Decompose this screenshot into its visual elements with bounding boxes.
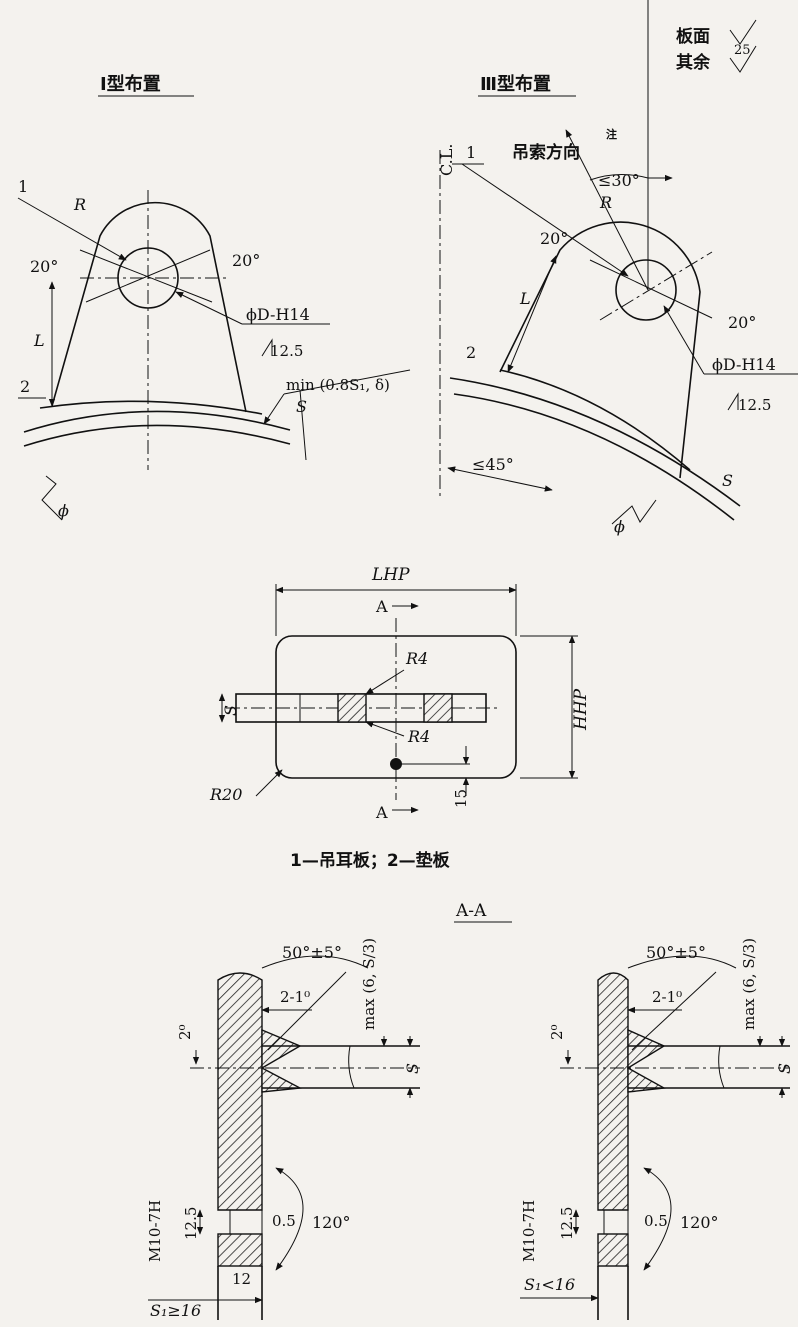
layout-iii-angle-left: 20° [540,229,568,248]
section-right-thickness: S [775,1063,794,1074]
section-right-depth: 12.5 [558,1207,576,1240]
section-mark-top: A [375,597,388,616]
lug-hole [615,259,677,321]
section-right-rough: 0.5 [644,1212,668,1230]
layout-iii-callout-2: 2 [466,343,476,362]
layout-iii-thickness: S [722,471,733,490]
section-left-max: max (6, S/3) [360,938,378,1030]
section-left: S 50°±5° max (6, S/3) 2-1⁰ 2⁰ M10-7H 12.… [146,938,422,1320]
section-right: S 50°±5° max (6, S/3) 2-1⁰ 2⁰ M10-7H 12.… [520,938,794,1320]
sling-angle: ≤30° [598,171,640,190]
lug-plate-outline [51,201,247,413]
section-left-rough: 0.5 [272,1212,296,1230]
section-right-max: max (6, S/3) [740,938,758,1030]
layout-i-weld-size: min (0.8S₁, δ) [286,376,390,394]
layout-i-diameter: ϕ [58,501,69,520]
layout-iii-title: Ⅲ型布置 [480,73,551,95]
section-right-bevel: 50°±5° [646,943,706,962]
pad-plate-plan-view: LHP HHP A A R4 R4 S 15 R20 [209,565,591,822]
section-title: A-A [455,901,487,921]
layout-i-callout-1: 1 [18,177,28,196]
layout-iii-hole-roughness: 12.5 [738,396,771,414]
lug-plate-outline [499,221,701,479]
layout-iii-length: L [519,289,531,308]
sling-note-mark: 注 [606,127,617,141]
section-right-gap-a: 2-1⁰ [652,988,682,1006]
plate-face-label: 板面 [676,26,710,47]
section-left-depth: 12.5 [182,1207,200,1240]
section-mark-bottom: A [375,803,388,822]
others-roughness: 25 [734,43,751,58]
pad-radius-bottom: R4 [407,727,430,746]
layout-i-length: L [33,331,45,350]
legend: 1—吊耳板；2—垫板 [290,850,451,871]
section-left-width: 12 [232,1270,251,1288]
section-left-gap-b: 2⁰ [176,1024,194,1040]
layout-i-view: Ⅰ型布置 1 R 20° 20° ϕD-H14 12.5 L 2 min (0.… [17,73,411,521]
layout-iii-centerline: C.L. [437,144,456,176]
lug-hole [117,247,179,309]
vent-hole-offset: 15 [452,789,470,808]
surface-finish-note: 板面 其余 25 [676,19,757,73]
layout-i-hole-dia: ϕD-H14 [246,305,310,324]
layout-iii-angle-45: ≤45° [472,455,514,474]
sling-direction-label: 吊索方向 [512,142,580,163]
section-left-plate: S₁≥16 [150,1301,201,1320]
pad-thickness-label: S [221,705,240,716]
pad-height-label: HHP [571,688,591,731]
layout-i-angle-right: 20° [232,251,260,270]
section-right-plate: S₁<16 [524,1275,575,1294]
finish-symbol-icon [729,45,757,73]
section-left-thickness: S [403,1063,422,1074]
pad-length-label: LHP [371,565,410,585]
layout-iii-diameter: ϕ [614,517,625,536]
layout-i-radius: R [73,195,86,214]
layout-iii-radius: R [599,193,612,212]
section-right-cone: 120° [680,1213,719,1232]
layout-i-hole-roughness: 12.5 [270,342,303,360]
layout-iii-view: Ⅲ型布置 C.L. 吊索方向 注 ≤30° 1 R 20° 20° L 2 ϕD… [437,0,798,536]
layout-i-angle-left: 20° [30,257,58,276]
section-left-gap-a: 2-1⁰ [280,988,310,1006]
layout-i-callout-2: 2 [20,377,30,396]
section-left-thread: M10-7H [146,1200,164,1262]
layout-iii-angle-right: 20° [728,313,756,332]
pad-corner-radius: R20 [209,785,242,804]
section-right-thread: M10-7H [520,1200,538,1262]
layout-iii-callout-1: 1 [466,143,476,162]
finish-symbol-icon [729,19,757,45]
section-left-cone: 120° [312,1213,351,1232]
pad-radius-top: R4 [405,649,428,668]
section-right-gap-b: 2⁰ [548,1024,566,1040]
others-label: 其余 [676,52,711,73]
layout-i-title: Ⅰ型布置 [100,73,161,95]
layout-iii-hole-dia: ϕD-H14 [712,355,776,374]
